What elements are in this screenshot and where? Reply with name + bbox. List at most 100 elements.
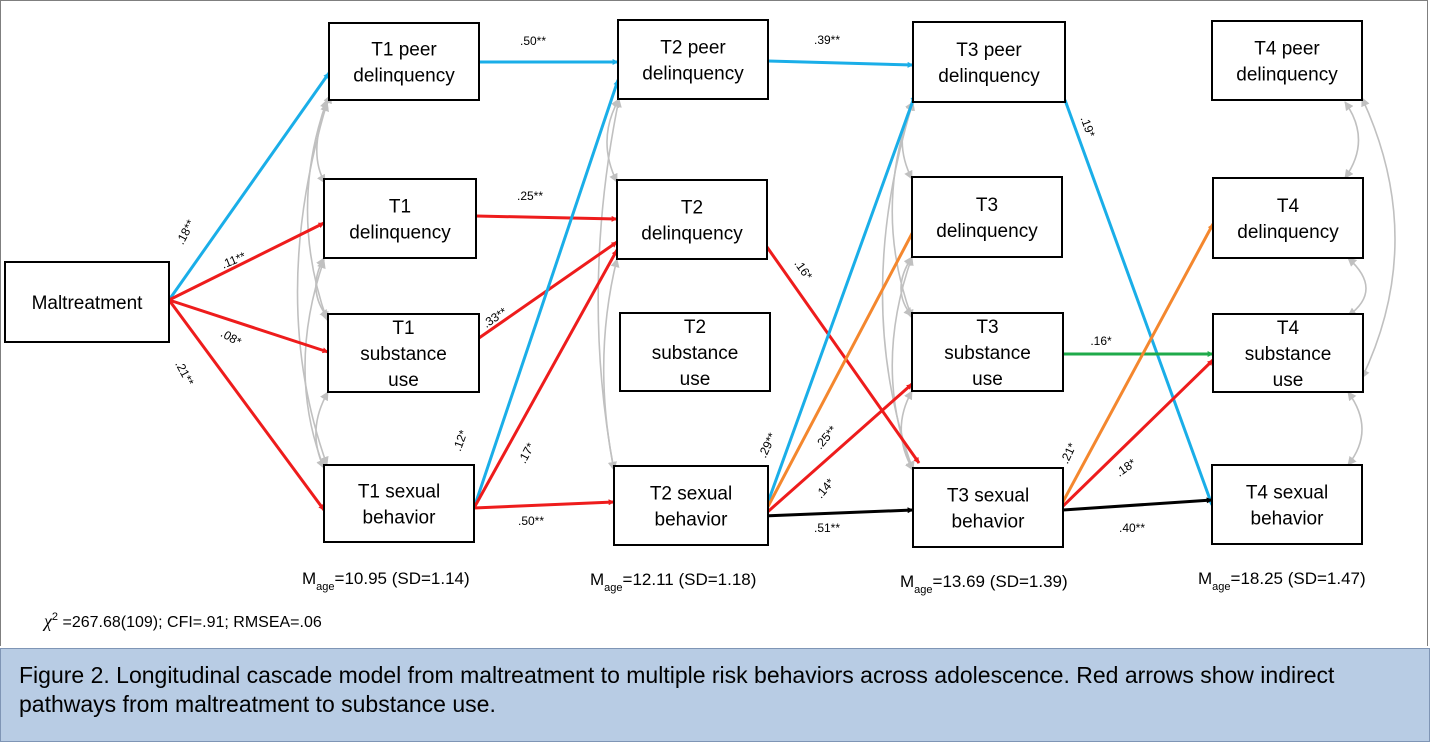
node-box [911,176,1063,258]
path-coefficients: .18**.11**.08*.21**.50**.25**.33**.12*.1… [172,33,1145,535]
path-arrow-maltreatment-to-t1_sub [168,298,329,354]
coef-label-t3_sex-to-t4_sex: .40** [1119,521,1145,535]
node-box [1211,464,1363,545]
coef-label-t2_sex-to-t3_sex: .51** [814,521,840,535]
covariance-arc [1347,391,1363,466]
path-arrow-t3_sex-to-t4_sex [1062,497,1213,512]
node-box [617,19,769,100]
coef-label-t3_sex-to-t4_sub: .18* [1113,456,1139,480]
path-arrow-maltreatment-to-t1_peer [167,72,331,301]
figure-caption: Figure 2. Longitudinal cascade model fro… [0,648,1430,742]
node-label: Maltreatment [32,293,144,314]
path-arrow-maltreatment-to-t1_sex [167,299,326,511]
path-arrow-t1_delinq-to-t2_delinq [475,214,618,222]
mean-age-label: Mage=10.95 (SD=1.14) [302,569,470,593]
node-box [911,312,1064,392]
node-box [616,179,768,260]
path-arrow-t2_sex-to-t3_delinq [761,225,918,517]
coef-label-t2_sex-to-t3_sub: .25** [812,423,840,452]
covariance-arc [1344,101,1360,179]
coef-label-t2_delinq-to-t3_sex: .16* [791,257,815,283]
covariance-arc [1361,97,1396,379]
coef-label-maltreatment-to-t1_peer: .18** [173,217,198,247]
path-arrow-t2_sex-to-t3_sub [762,382,913,518]
node-box [4,261,170,343]
path-arrow-t3_sex-to-t4_delinq [1056,223,1215,512]
coef-label-t3_sex-to-t4_delinq: .21* [1058,440,1080,466]
covariance-arc [602,258,620,471]
covariance-arc [900,390,914,471]
node-box [1212,313,1364,393]
path-arrow-t1_sex-to-t2_delinq [472,249,619,509]
coef-label-t1_peer-to-t2_peer: .50** [520,34,546,48]
node-box [323,464,475,543]
path-arrow-t2_sex-to-t3_sex [762,507,914,518]
coef-label-t1_delinq-to-t2_delinq: .25** [517,189,543,203]
covariance-arc [296,102,329,466]
path-arrow-t2_delinq-to-t3_sex [765,246,921,464]
node-maltreatment: Maltreatment [4,261,170,343]
coef-label-t1_sex-to-t2_peer: .12* [450,428,471,453]
node-box [619,312,771,392]
covariance-arc [597,98,622,471]
node-box [1211,20,1363,101]
mean-age-labels: Mage=10.95 (SD=1.14) Mage=12.11 (SD=1.18)… [302,569,1366,596]
node-box [328,22,480,101]
coef-label-t1_sex-to-t2_sex: .50** [518,514,544,528]
node-box [323,178,477,259]
diagram-frame [0,0,1428,646]
coef-label-t1_sex-to-t2_delinq: .17* [515,440,538,466]
coef-label-t2_peer-to-t3_peer: .39** [814,33,840,47]
mean-age-label: Mage=18.25 (SD=1.47) [1198,569,1366,593]
node-box [912,21,1066,103]
covariance-arc [1347,257,1367,317]
covariance-arc [304,259,326,469]
path-arrow-t1_sex-to-t2_peer [472,79,620,509]
path-arrow-t1_sex-to-t2_sex [473,499,615,510]
coef-label-t3_peer-to-t4_sex: .19* [1078,114,1099,139]
coef-label-t2_sex-to-t3_peer: .29** [756,430,780,460]
model-fit-statistics: χ2 =267.68(109); CFI=.91; RMSEA=.06 [42,611,322,631]
mean-age-label: Mage=12.11 (SD=1.18) [590,570,756,594]
path-arrow-maltreatment-to-t1_delinq [168,221,325,302]
node-box [327,313,480,393]
path-arrow-t2_peer-to-t3_peer [767,59,914,68]
path-arrow-t3_peer-to-t4_sex [1063,99,1214,506]
covariance-arc [315,391,329,469]
coef-label-t3_sub-to-t4_sub: .16* [1090,334,1112,348]
coef-label-maltreatment-to-t1_sex: .21** [172,358,197,388]
coef-label-extra: .14* [813,476,838,502]
node-box [912,467,1064,548]
